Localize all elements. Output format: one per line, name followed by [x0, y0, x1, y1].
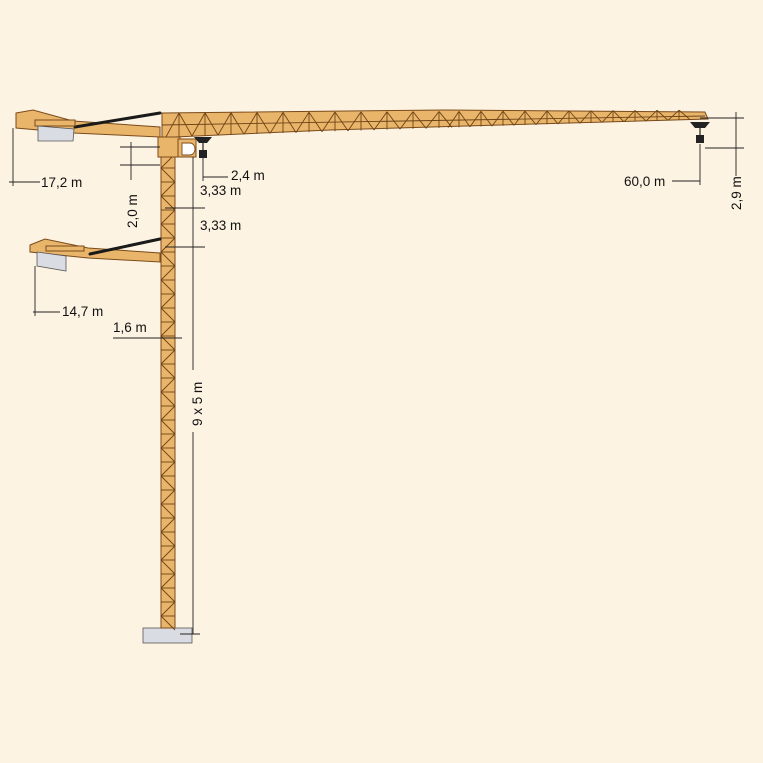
- tower-mast: [160, 139, 176, 631]
- label-2-4: 2,4 m: [231, 168, 265, 183]
- lower-counter-jib: [29, 237, 162, 272]
- foundation-block: [142, 627, 193, 644]
- slewing-head: [157, 136, 197, 158]
- label-3-33-second: 3,33 m: [200, 218, 241, 233]
- dim-counter-jib-lower: [33, 266, 60, 316]
- label-9x5: 9 x 5 m: [190, 382, 205, 426]
- label-14-7: 14,7 m: [62, 304, 103, 319]
- outer-trolley: [690, 122, 710, 143]
- label-60-0: 60,0 m: [624, 174, 665, 189]
- label-2-9: 2,9 m: [729, 176, 744, 210]
- dim-mast-vertical: [165, 157, 205, 635]
- label-3-33-top: 3,33 m: [200, 183, 241, 198]
- main-jib: [161, 109, 709, 138]
- dim-jib-length: [672, 144, 701, 185]
- label-1-6: 1,6 m: [113, 320, 147, 335]
- lower-counterweight: [36, 251, 67, 272]
- dim-head-height: [120, 142, 160, 180]
- lower-tie-bar: [88, 237, 162, 256]
- dim-counter-jib-top: [9, 128, 40, 186]
- label-2-0: 2,0 m: [125, 194, 140, 228]
- dim-trolley-offset: [202, 158, 228, 181]
- inner-trolley: [194, 137, 212, 158]
- upper-counter-jib: [15, 109, 162, 142]
- upper-counterweight: [37, 125, 75, 142]
- label-17-2: 17,2 m: [41, 175, 82, 190]
- upper-tie-bar: [73, 111, 162, 129]
- dim-jib-height: [700, 112, 744, 176]
